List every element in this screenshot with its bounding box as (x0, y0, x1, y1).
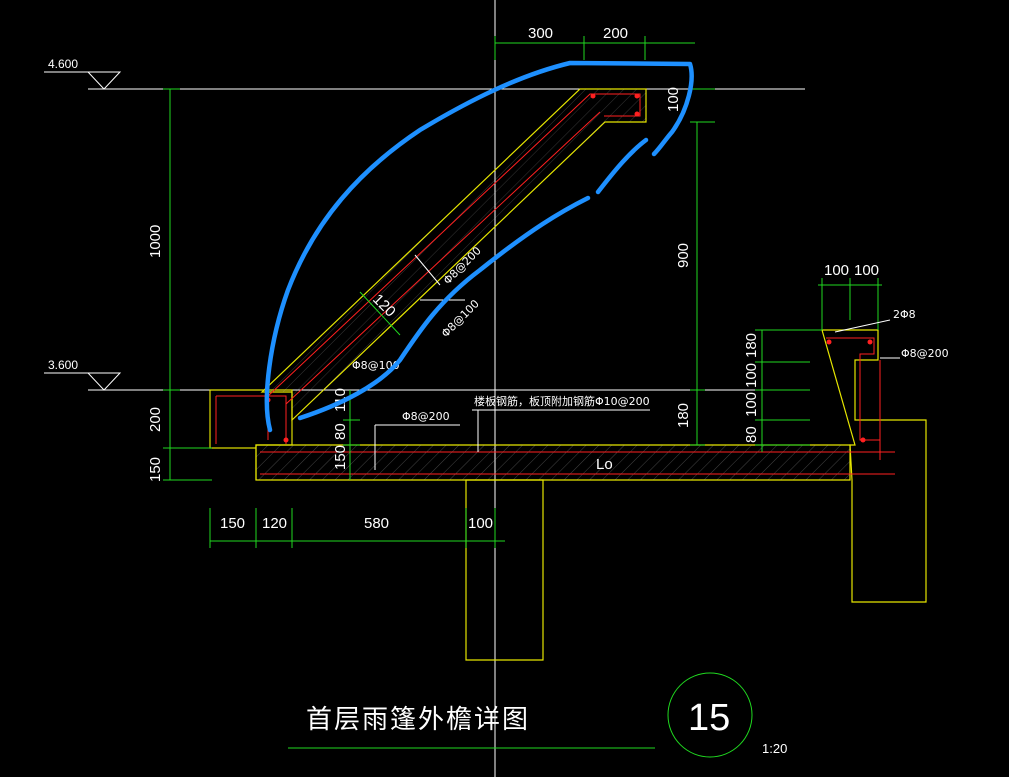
drawing-scale: 1:20 (762, 741, 787, 756)
dim-bottom-580: 580 (364, 515, 389, 532)
detail-number-circle (667, 672, 753, 758)
elevation-marker-bottom: 3.600 (44, 358, 122, 391)
dim-right-180: 180 (743, 333, 760, 358)
right-wall-section (821, 329, 927, 603)
rebar-note-slab-200: Φ8@200 (402, 410, 450, 423)
rebar-note-corner-100: Φ8@100 (352, 359, 400, 372)
elevation-label-bottom: 3.600 (48, 358, 78, 372)
drawing-title: 首层雨篷外檐详图 (306, 705, 530, 735)
elevation-label-top: 4.600 (48, 57, 78, 71)
dim-left-150: 150 (147, 457, 164, 482)
dimension-lines (163, 36, 882, 548)
dim-top-300: 300 (528, 25, 553, 42)
leader-lines (374, 254, 900, 470)
beam-section (465, 479, 544, 661)
dim-right-80: 80 (743, 426, 760, 443)
detail-number: 15 (688, 697, 730, 739)
dim-parapet-100a: 100 (824, 262, 849, 279)
dim-slope-top-100: 100 (665, 87, 682, 112)
dim-height-900: 900 (675, 243, 692, 268)
dim-parapet-100b: 100 (854, 262, 879, 279)
blue-markup-loop (264, 60, 694, 433)
rebar-note-parapet-bars: 2Φ8 (893, 308, 916, 321)
rebar-note-parapet-stirrup: Φ8@200 (901, 347, 949, 360)
rebar-note-slab-main: 楼板钢筋，板顶附加钢筋Φ10@200 (474, 394, 650, 408)
dim-bottom-100: 100 (468, 515, 493, 532)
dim-right-100a: 100 (743, 363, 760, 388)
dim-slab-150: 150 (332, 445, 349, 470)
dim-right-100b: 100 (743, 392, 760, 417)
dim-left-200: 200 (147, 407, 164, 432)
dim-height-1000: 1000 (147, 225, 164, 258)
dim-lo: Lo (596, 456, 613, 473)
dim-top-200: 200 (603, 25, 628, 42)
dim-slab-180: 180 (675, 403, 692, 428)
elevation-marker-top: 4.600 (44, 57, 122, 90)
dim-bottom-150: 150 (220, 515, 245, 532)
dim-slab-80: 80 (332, 423, 349, 440)
dim-bottom-120: 120 (262, 515, 287, 532)
